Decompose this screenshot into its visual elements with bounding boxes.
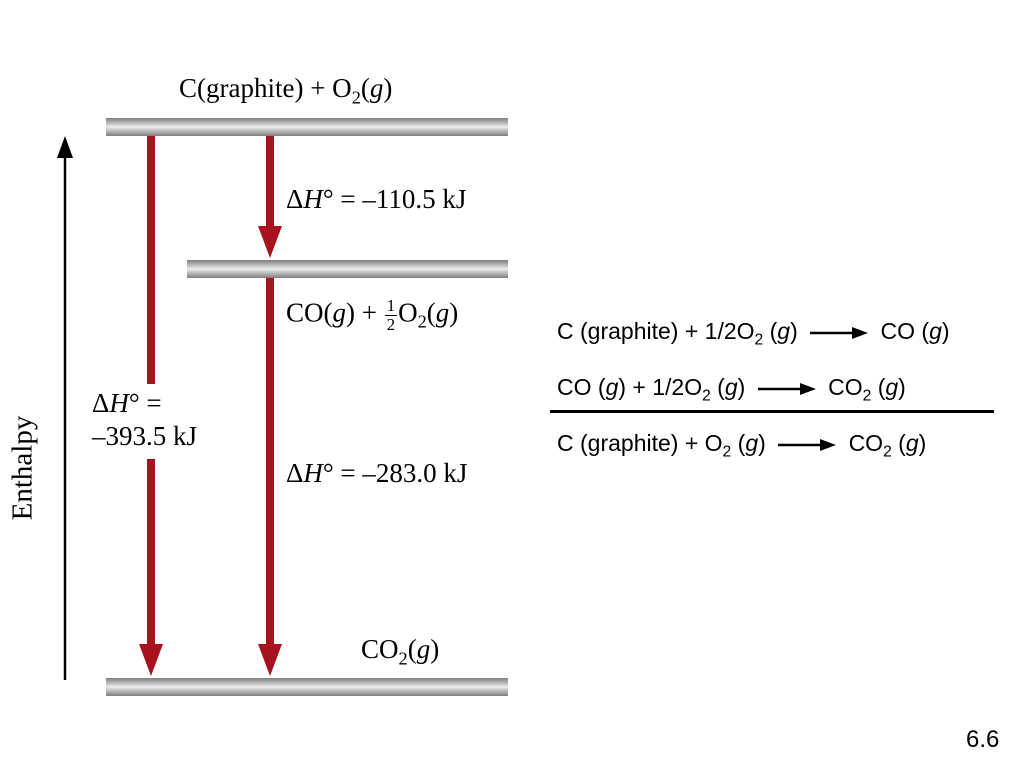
step2-delta-h-label: ΔH° = –283.0 kJ (286, 458, 468, 488)
equation-2: CO (g) + 1/2O2 (g) CO2 (g) (557, 374, 906, 405)
step2-enthalpy-arrow (258, 278, 282, 676)
enthalpy-axis-arrow (57, 136, 73, 680)
reaction-arrow-icon (810, 326, 869, 339)
equation-3: C (graphite) + O2 (g) CO2 (g) (557, 430, 927, 461)
level-bottom-label: CO2(g) (361, 634, 440, 669)
equation-sum-line (550, 410, 994, 413)
energy-level-bottom (106, 678, 508, 696)
overall-delta-h-label: ΔH° = –393.5 kJ (90, 384, 202, 459)
energy-level-middle (187, 260, 508, 278)
level-top-label: C(graphite) + O2(g) (179, 73, 393, 108)
reaction-arrow-icon (778, 438, 837, 451)
energy-level-top (106, 118, 508, 136)
equation-1: C (graphite) + 1/2O2 (g) CO (g) (557, 318, 950, 349)
step1-enthalpy-arrow (258, 136, 282, 258)
reaction-arrow-icon (757, 382, 816, 395)
slide-number: 6.6 (966, 726, 1000, 753)
step1-delta-h-label: ΔH° = –110.5 kJ (286, 184, 467, 214)
